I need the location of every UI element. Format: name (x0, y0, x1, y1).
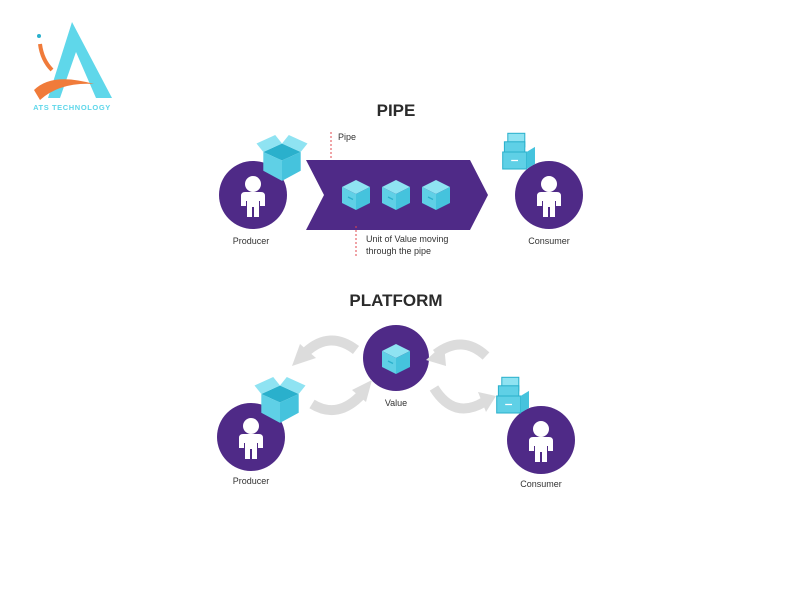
arrow-arc-to-value (309, 390, 366, 416)
left-exchange-arrows (292, 335, 372, 416)
arrowhead-to-value (352, 380, 372, 402)
arrowhead-from-consumer (426, 344, 446, 366)
box-stack-icon (496, 376, 530, 414)
pipe-label: Pipe (338, 132, 356, 142)
platform-producer-label: Producer (233, 476, 270, 486)
platform-consumer-label: Consumer (520, 479, 562, 489)
logo-orange-arc (38, 43, 54, 72)
value-label-line2: through the pipe (366, 246, 431, 256)
pipe-value-units (341, 179, 451, 211)
platform-producer: Producer (217, 377, 306, 486)
arrowhead-to-producer (292, 344, 316, 366)
platform-consumer: Consumer (496, 376, 575, 489)
logo-dot (37, 34, 41, 38)
arrow-arc-from-value (429, 385, 487, 414)
ats-logo: ATS TECHNOLOGY (33, 22, 112, 112)
box-stack-icon (502, 132, 536, 170)
logo-text: ATS TECHNOLOGY (33, 103, 111, 112)
arrowhead-to-consumer (478, 392, 496, 412)
arrow-arc-to-producer (302, 335, 360, 356)
platform-title: PLATFORM (349, 291, 442, 310)
pipe-consumer-label: Consumer (528, 236, 570, 246)
pipe-producer: Producer (219, 135, 308, 246)
right-exchange-arrows (426, 339, 496, 414)
platform-value-node: Value (363, 325, 429, 408)
logo-orange-swoosh (34, 79, 94, 100)
pipe-consumer: Consumer (502, 132, 583, 246)
pipe-title: PIPE (377, 101, 416, 120)
pipe-producer-label: Producer (233, 236, 270, 246)
platform-value-label: Value (385, 398, 407, 408)
logo-a-shape (48, 22, 112, 98)
value-label-line1: Unit of Value moving (366, 234, 448, 244)
